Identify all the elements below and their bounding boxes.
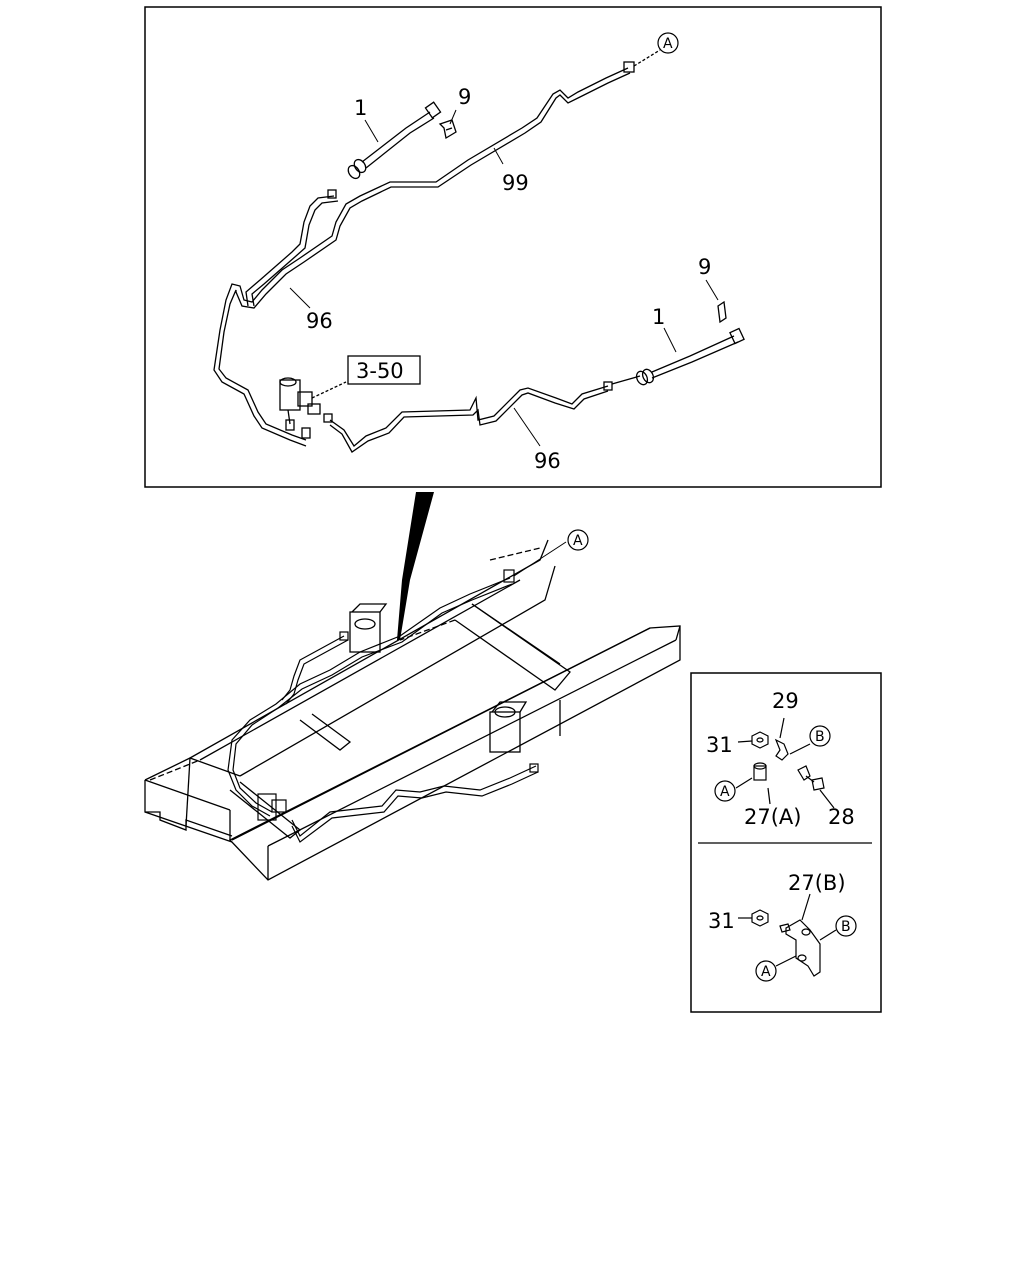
detail-callout-27b: 27(B): [788, 871, 846, 895]
callout-9-lower: 9: [698, 255, 711, 279]
connector-a-top: A: [657, 32, 679, 54]
frame-leader-a: [513, 541, 567, 577]
brake-pipe-96-upper: [245, 195, 339, 307]
detail-lower-parts: [738, 893, 837, 977]
callout-99: 99: [502, 171, 529, 195]
brake-pipe-96-lower: [329, 385, 609, 453]
flex-hose-lower: [603, 327, 745, 391]
detail-callout-29: 29: [772, 689, 799, 713]
callout-1-upper: 1: [354, 96, 367, 120]
frame-valve: [257, 569, 539, 821]
frame-brake-pipes: [227, 577, 539, 843]
svg-text:A: A: [720, 784, 730, 800]
callout-9-upper: 9: [458, 85, 471, 109]
detail-callout-27a: 27(A): [744, 805, 801, 829]
detail-upper-parts: [735, 717, 835, 809]
flex-hose-upper: [327, 101, 442, 199]
reference-box-3-50[interactable]: 3-50: [347, 355, 421, 385]
detail-callout-28: 28: [828, 805, 855, 829]
callout-96-upper: 96: [306, 309, 333, 333]
brake-pipe-99: [213, 67, 631, 447]
detail-callout-31-upper: 31: [706, 733, 733, 757]
svg-text:A: A: [663, 36, 673, 52]
detail-callout-31-lower: 31: [708, 909, 735, 933]
svg-text:B: B: [841, 919, 851, 935]
connector-a-frame: A: [567, 529, 589, 551]
callout-1-lower: 1: [652, 305, 665, 329]
chassis-frame: [144, 539, 681, 881]
svg-text:3-50: 3-50: [356, 359, 404, 383]
clip-9-upper: [438, 119, 457, 140]
detail-connector-a-lower: A: [755, 960, 777, 982]
top-leaders: [289, 109, 719, 447]
top-panel-frame: [144, 6, 882, 488]
proportioning-valve: [279, 377, 347, 439]
pipe-end-fitting-a: [623, 49, 661, 73]
clip-9-lower: [717, 300, 727, 324]
zoom-pointer: [397, 492, 434, 640]
detail-connector-b-lower: B: [835, 915, 857, 937]
detail-connector-b-upper: B: [809, 725, 831, 747]
svg-text:A: A: [573, 533, 583, 549]
detail-connector-a-upper: A: [714, 780, 736, 802]
svg-text:B: B: [815, 729, 825, 745]
callout-96-lower: 96: [534, 449, 561, 473]
detail-panel-frame: [690, 672, 882, 1013]
svg-text:A: A: [761, 964, 771, 980]
